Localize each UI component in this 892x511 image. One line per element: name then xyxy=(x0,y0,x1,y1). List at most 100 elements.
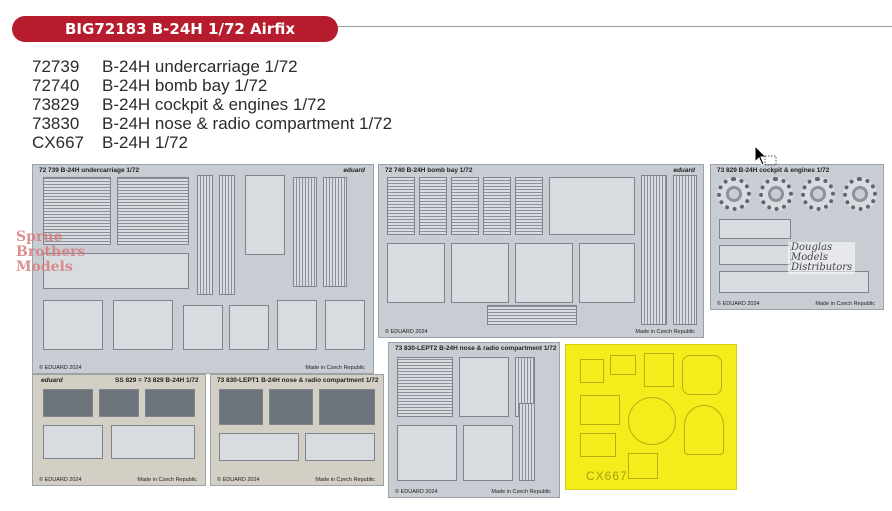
mask-piece xyxy=(682,355,722,395)
pe-part xyxy=(397,425,457,481)
mask-piece xyxy=(628,453,658,479)
eduard-logo: eduard xyxy=(343,167,365,174)
sheet-made-in: Made in Czech Republic xyxy=(491,489,551,495)
mask-piece xyxy=(628,397,676,445)
item-code: 73830 xyxy=(32,114,80,133)
sheet-copyright: © EDUARD 2024 xyxy=(717,301,760,307)
douglas-models-watermark: Douglas Models Distributors xyxy=(788,242,856,274)
header-divider-line xyxy=(330,26,892,27)
nose-radio-pe-sheet: 73 830-LEPT2 B-24H nose & radio compartm… xyxy=(388,342,560,498)
mask-piece xyxy=(644,353,674,387)
product-title-banner: BIG72183 B-24H 1/72 Airfix xyxy=(12,16,338,42)
item-name: B-24H cockpit & engines 1/72 xyxy=(102,95,326,114)
pe-part xyxy=(641,175,667,325)
pe-part xyxy=(219,433,299,461)
pe-part xyxy=(719,219,791,239)
pe-part xyxy=(719,245,791,265)
radio-panel-part xyxy=(219,389,263,425)
sheet-copyright: © EDUARD 2024 xyxy=(39,477,82,483)
engine-gear-part xyxy=(759,177,793,211)
instrument-panel-part xyxy=(43,389,93,417)
watermark-line: Brothers xyxy=(16,244,86,260)
sheet-label: 73 830-LEPT2 B-24H nose & radio compartm… xyxy=(395,345,557,352)
pe-part xyxy=(719,271,869,293)
canopy-mask-sheet: CX667 xyxy=(565,344,737,490)
item-code: 72740 xyxy=(32,76,80,95)
sheet-made-in: Made in Czech Republic xyxy=(815,301,875,307)
pe-part xyxy=(277,300,317,350)
pe-part xyxy=(43,177,111,245)
pe-part xyxy=(117,177,189,245)
contents-item: 73829 B-24H cockpit & engines 1/72 xyxy=(32,95,392,114)
radio-panel-part xyxy=(269,389,313,425)
instrument-panel-part xyxy=(99,389,139,417)
radio-panel-part xyxy=(319,389,375,425)
pe-part xyxy=(463,425,513,481)
pe-part xyxy=(451,243,509,303)
pe-part xyxy=(519,403,535,481)
sheet-made-in: Made in Czech Republic xyxy=(305,365,365,371)
sheet-made-in: Made in Czech Republic xyxy=(635,329,695,335)
sheet-made-in: Made in Czech Republic xyxy=(315,477,375,483)
sheet-label: 73 829 B-24H cockpit & engines 1/72 xyxy=(717,167,830,174)
undercarriage-pe-sheet: 72 739 B-24H undercarriage 1/72 eduard ©… xyxy=(32,164,374,374)
pe-part xyxy=(515,243,573,303)
eduard-logo: eduard xyxy=(673,167,695,174)
item-name: B-24H bomb bay 1/72 xyxy=(102,76,268,95)
engine-gear-part xyxy=(717,177,751,211)
mask-piece xyxy=(580,395,620,425)
pe-part xyxy=(219,175,235,295)
pe-part xyxy=(387,243,445,303)
pe-part xyxy=(673,175,697,325)
mask-piece xyxy=(610,355,636,375)
pe-part xyxy=(111,425,195,459)
pe-part xyxy=(43,253,189,289)
mask-piece xyxy=(684,405,724,455)
eduard-logo: eduard xyxy=(41,377,63,384)
watermark-line: Distributors xyxy=(791,262,853,273)
sheet-copyright: © EDUARD 2024 xyxy=(217,477,260,483)
pe-part xyxy=(323,177,347,287)
item-name: B-24H nose & radio compartment 1/72 xyxy=(102,114,393,133)
watermark-line: Douglas xyxy=(791,242,833,253)
sheet-label: SS 829 = 73 829 B-24H 1/72 xyxy=(115,377,199,384)
arrow-cursor-icon xyxy=(754,145,777,166)
product-title: BIG72183 B-24H 1/72 Airfix xyxy=(65,20,295,38)
item-code: 72739 xyxy=(32,57,80,76)
item-name: B-24H 1/72 xyxy=(102,133,188,152)
item-name: B-24H undercarriage 1/72 xyxy=(102,57,298,76)
cockpit-engines-pe-sheet: 73 829 B-24H cockpit & engines 1/72 © ED… xyxy=(710,164,884,310)
bomb-bay-pe-sheet: 72 740 B-24H bomb bay 1/72 eduard © EDUA… xyxy=(378,164,704,338)
pe-part xyxy=(483,177,511,235)
pe-part xyxy=(459,357,509,417)
sprue-brothers-watermark: Sprue Brothers Models xyxy=(16,230,104,275)
sheet-label: 72 739 B-24H undercarriage 1/72 xyxy=(39,167,140,174)
contents-item: 72739 B-24H undercarriage 1/72 xyxy=(32,57,392,76)
sheet-label: 72 740 B-24H bomb bay 1/72 xyxy=(385,167,473,174)
pe-part xyxy=(487,305,577,325)
pe-part xyxy=(305,433,375,461)
contents-item: 73830 B-24H nose & radio compartment 1/72 xyxy=(32,114,392,133)
mask-piece xyxy=(580,433,616,457)
sheet-made-in: Made in Czech Republic xyxy=(137,477,197,483)
contents-item: CX667 B-24H 1/72 xyxy=(32,133,392,152)
item-code: CX667 xyxy=(32,133,84,152)
sheet-copyright: © EDUARD 2024 xyxy=(385,329,428,335)
pe-part xyxy=(197,175,213,295)
watermark-line: Sprue xyxy=(16,229,63,245)
mask-piece xyxy=(580,359,604,383)
pe-part xyxy=(43,300,103,350)
watermark-line: Models xyxy=(16,259,73,275)
item-code: 73829 xyxy=(32,95,80,114)
mask-code-label: CX667 xyxy=(586,469,628,483)
cockpit-color-pe-sheet: SS 829 = 73 829 B-24H 1/72 eduard © EDUA… xyxy=(32,374,206,486)
pe-part xyxy=(229,305,269,350)
engine-gear-part xyxy=(843,177,877,211)
instrument-panel-part xyxy=(145,389,195,417)
pe-part xyxy=(549,177,635,235)
watermark-line: Models xyxy=(791,252,828,263)
pe-part xyxy=(113,300,173,350)
sheet-copyright: © EDUARD 2024 xyxy=(39,365,82,371)
pe-part xyxy=(293,177,317,287)
